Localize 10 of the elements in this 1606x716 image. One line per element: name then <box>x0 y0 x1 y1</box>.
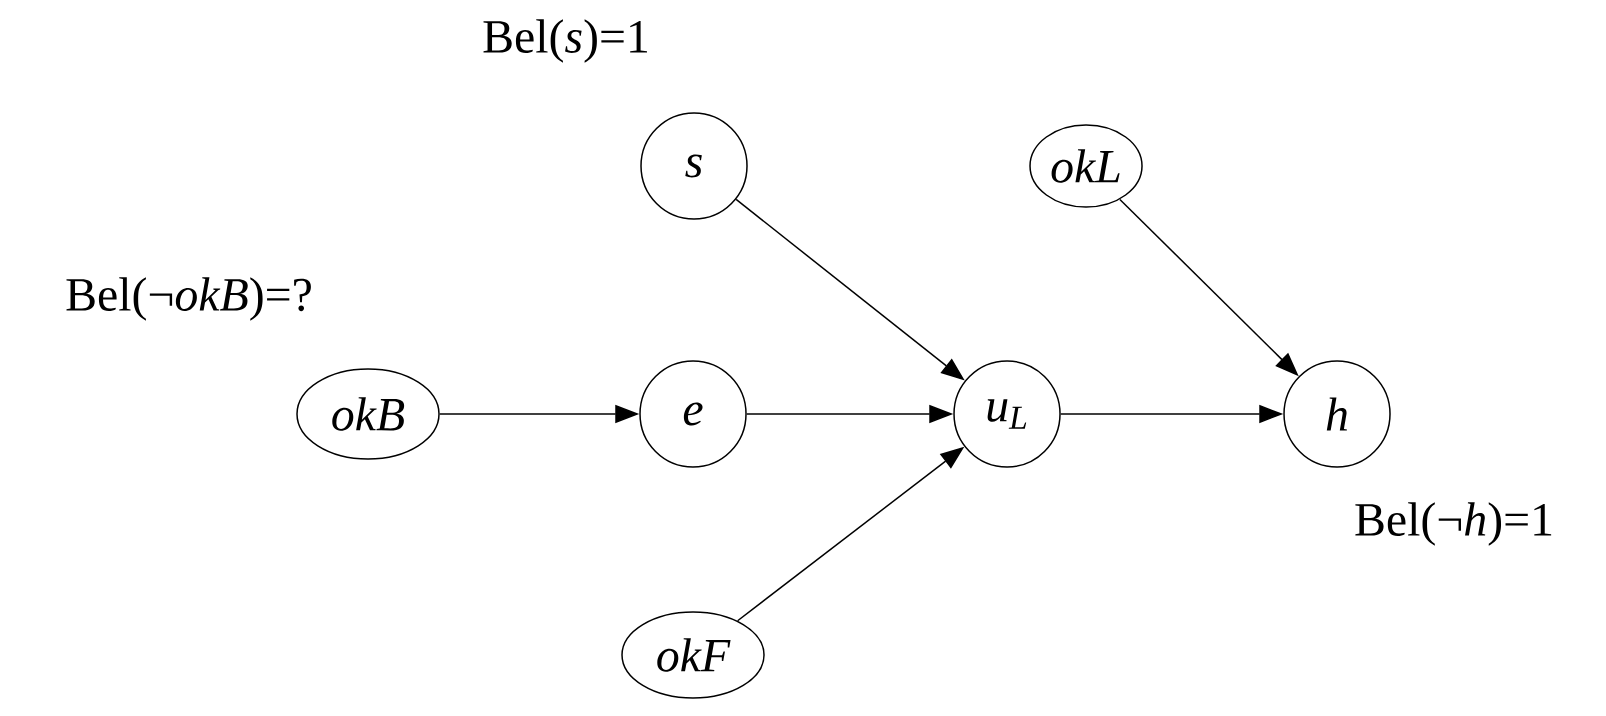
ellipse-node: okL <box>1029 124 1143 208</box>
circle-node: u$_{L}$ <box>953 360 1061 468</box>
circle-node: h <box>1283 360 1391 468</box>
belief-annotation: Bel(s)=1 <box>483 19 647 63</box>
belief-annotation: Bel(¬okB)=? <box>66 277 311 321</box>
circle-node: e <box>639 360 747 468</box>
ellipse-node: okB <box>296 368 440 460</box>
circle-node: s <box>640 112 748 220</box>
ellipse-node: okF <box>621 611 765 699</box>
belief-annotation: Bel(¬h)=1 <box>1355 502 1552 546</box>
